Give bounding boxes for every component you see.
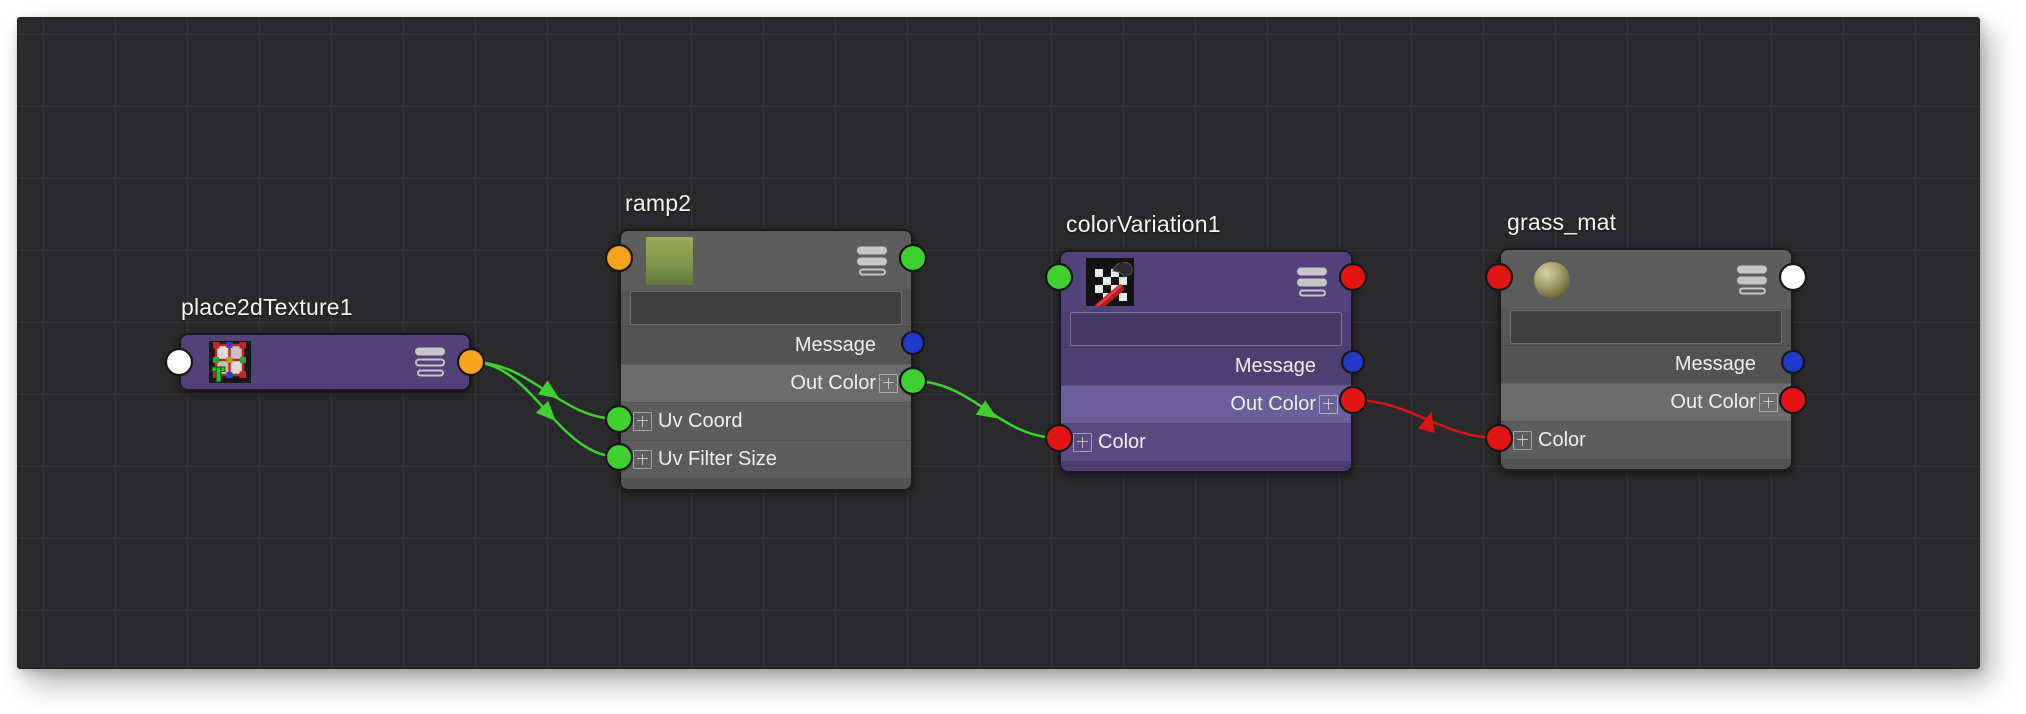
- expand-plus-icon[interactable]: [1073, 432, 1092, 452]
- node-title-place2dtexture1: place2dTexture1: [181, 294, 353, 320]
- row-message[interactable]: Message: [1061, 347, 1351, 385]
- socket-colorvariation-color[interactable]: [1044, 423, 1074, 453]
- socket-grassmat-message[interactable]: [1780, 349, 1806, 375]
- expand-plus-icon[interactable]: [633, 449, 652, 469]
- node-title-grass-mat: grass_mat: [1507, 209, 1617, 235]
- socket-ramp2-uv-coord[interactable]: [604, 404, 634, 434]
- socket-grassmat-color[interactable]: [1484, 423, 1514, 453]
- expand-plus-icon[interactable]: [1513, 430, 1532, 450]
- node-grass-mat[interactable]: Message Out Color Color: [1499, 248, 1793, 471]
- node-ramp2[interactable]: Message Out Color Uv Coord Uv Filter Siz…: [619, 229, 913, 491]
- color-variation-icon: [1086, 257, 1134, 306]
- wire-place2d-to-ramp-uvfiltersize[interactable]: [471, 360, 620, 459]
- socket-place2d-input[interactable]: [164, 347, 194, 377]
- socket-grassmat-header-output[interactable]: [1778, 262, 1808, 292]
- node-footer: [621, 478, 911, 489]
- row-uv-coord[interactable]: Uv Coord: [621, 402, 911, 440]
- node-title-ramp2: ramp2: [625, 190, 692, 216]
- socket-colorvariation-header-output[interactable]: [1338, 262, 1368, 292]
- wire-colorvariation-outcolor-to-grassmat-color[interactable]: [1352, 398, 1500, 440]
- socket-ramp2-message[interactable]: [900, 330, 926, 356]
- node-display-mode-icon[interactable]: [415, 347, 445, 377]
- row-color[interactable]: Color: [1061, 423, 1351, 461]
- node-display-mode-icon[interactable]: [857, 246, 887, 275]
- sockets-layer: [164, 243, 1808, 472]
- material-sphere-icon: [1534, 261, 1570, 298]
- socket-ramp2-header-output[interactable]: [898, 243, 928, 273]
- place2d-texture-icon: [209, 341, 251, 383]
- node-display-mode-icon[interactable]: [1737, 265, 1767, 294]
- expand-plus-icon[interactable]: [633, 411, 652, 431]
- row-uv-filter-size[interactable]: Uv Filter Size: [621, 440, 911, 478]
- node-place2dtexture1[interactable]: [179, 333, 471, 391]
- row-out-color[interactable]: Out Color: [621, 364, 911, 402]
- node-footer: [1061, 461, 1351, 471]
- socket-grassmat-header-input[interactable]: [1484, 262, 1514, 292]
- wire-ramp-outcolor-to-colorvariation-color[interactable]: [912, 379, 1060, 440]
- socket-ramp2-header-input[interactable]: [604, 243, 634, 273]
- socket-colorvariation-message[interactable]: [1340, 349, 1366, 375]
- row-color[interactable]: Color: [1501, 421, 1791, 459]
- expand-plus-icon[interactable]: [1319, 394, 1338, 414]
- row-out-color[interactable]: Out Color: [1061, 385, 1351, 423]
- node-footer: [1501, 459, 1791, 469]
- node-colorvariation1[interactable]: Message Out Color Color: [1059, 250, 1353, 473]
- node-display-mode-icon[interactable]: [1297, 267, 1327, 296]
- socket-ramp2-uv-filter-size[interactable]: [604, 442, 634, 472]
- socket-colorvariation-out-color[interactable]: [1338, 385, 1368, 415]
- socket-colorvariation-header-input[interactable]: [1044, 262, 1074, 292]
- node-name-field[interactable]: [1070, 312, 1342, 346]
- socket-place2d-output[interactable]: [456, 347, 486, 377]
- row-message[interactable]: Message: [1501, 345, 1791, 383]
- node-editor-canvas[interactable]: place2dTexture1 ramp2 colorVariation1 gr…: [17, 17, 1980, 669]
- node-name-field[interactable]: [630, 291, 902, 325]
- expand-plus-icon[interactable]: [1759, 392, 1778, 412]
- ramp-swatch-icon: [646, 236, 693, 285]
- row-message[interactable]: Message: [621, 326, 911, 364]
- socket-grassmat-out-color[interactable]: [1778, 385, 1808, 415]
- node-name-field[interactable]: [1510, 310, 1782, 344]
- node-title-colorvariation1: colorVariation1: [1066, 211, 1221, 237]
- socket-ramp2-out-color[interactable]: [898, 366, 928, 396]
- expand-plus-icon[interactable]: [879, 373, 898, 393]
- row-out-color[interactable]: Out Color: [1501, 383, 1791, 421]
